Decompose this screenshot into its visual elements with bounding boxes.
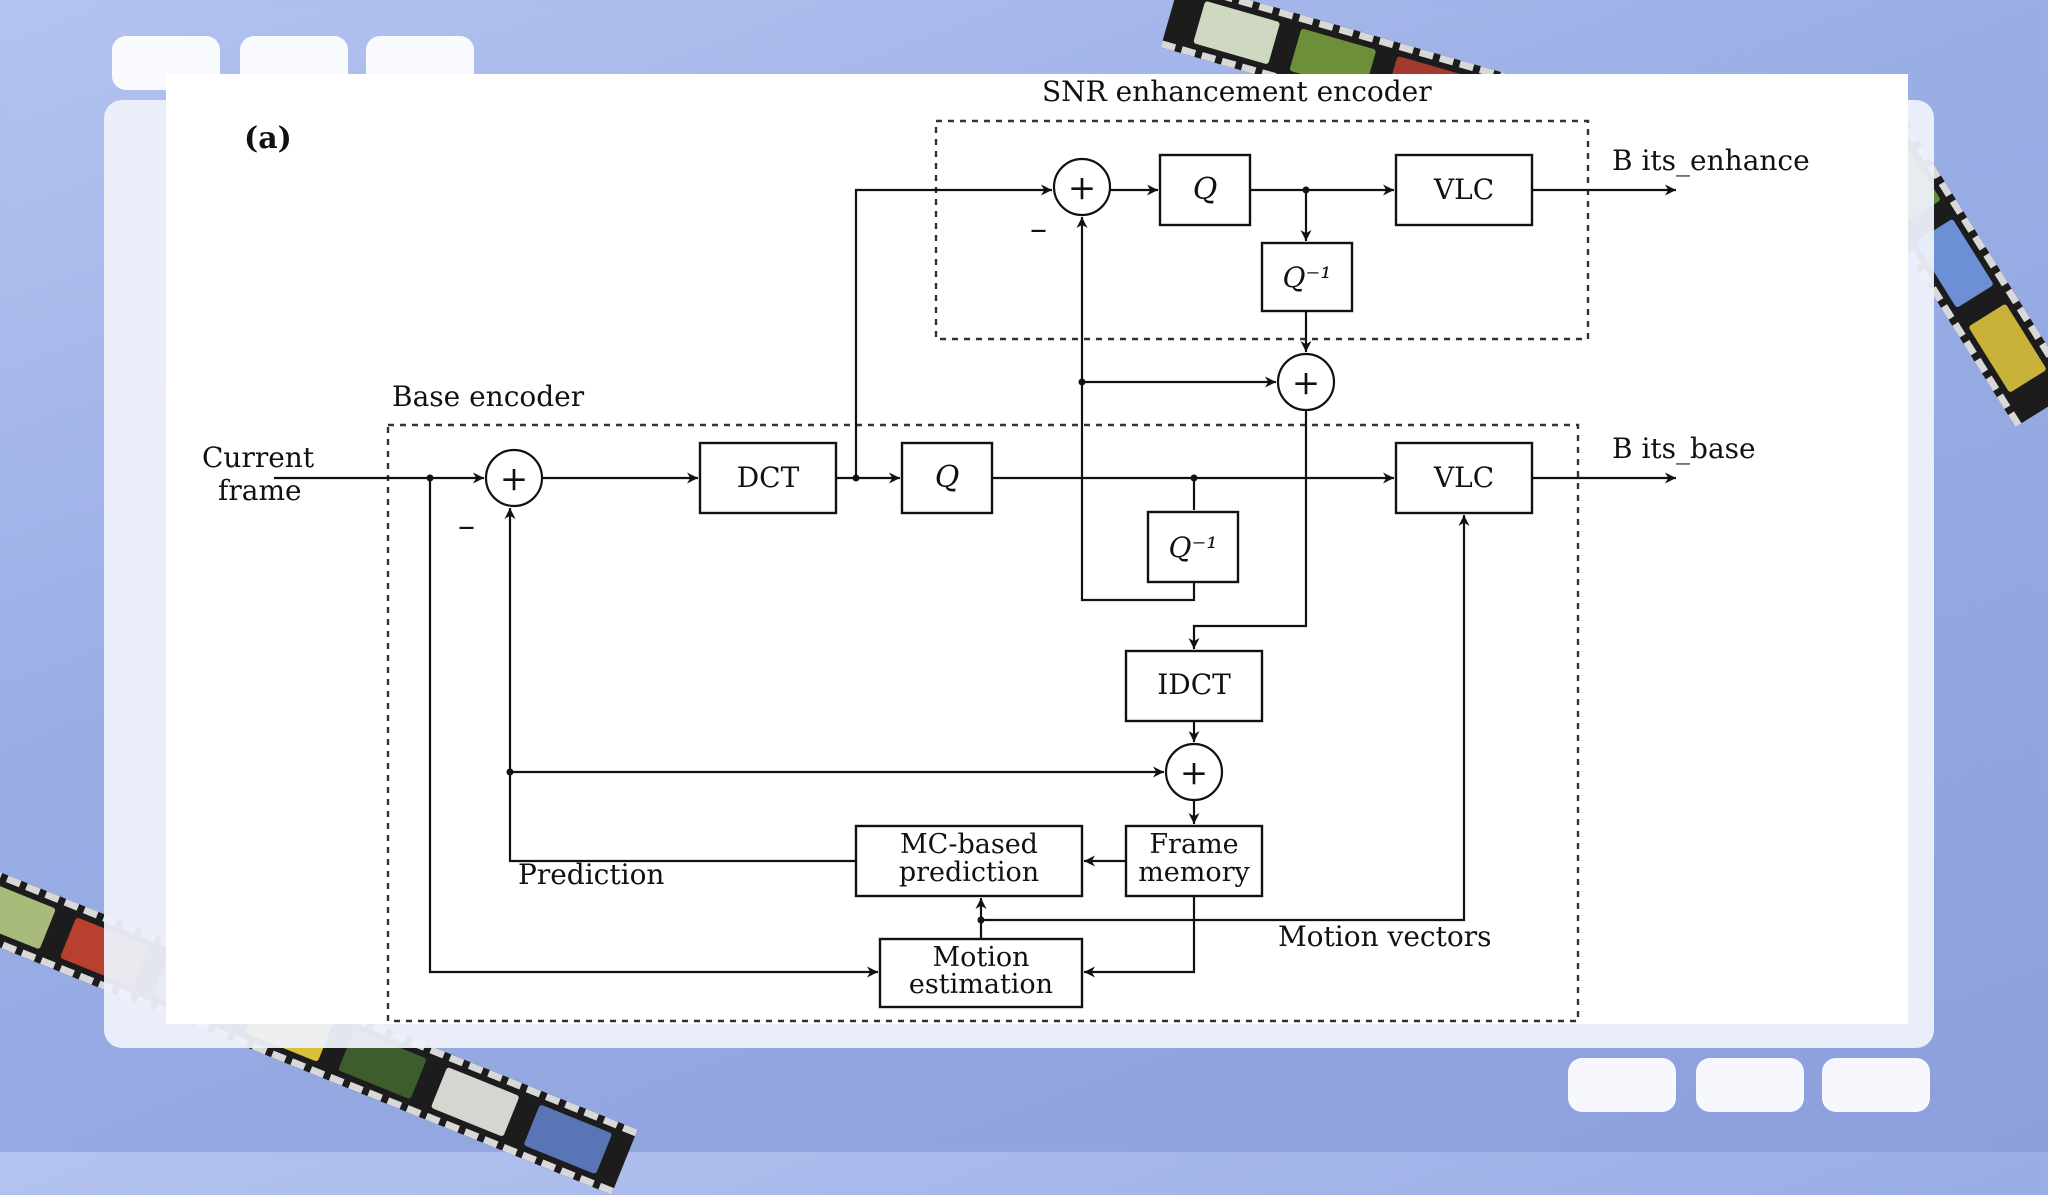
svg-text:memory: memory <box>1138 857 1250 888</box>
prediction-label: Prediction <box>518 858 664 891</box>
mc-prediction-block: MC-based prediction <box>854 824 1084 898</box>
bottom-tab-2 <box>1696 1058 1804 1112</box>
idct-block: IDCT <box>1124 649 1264 723</box>
bits-base-label: B its_base <box>1612 432 1756 465</box>
svg-text:Frame: Frame <box>1149 829 1238 860</box>
sum-base-junction: + <box>484 448 544 508</box>
svg-text:Q⁻¹: Q⁻¹ <box>1283 261 1332 294</box>
q-base-block: Q <box>900 441 994 515</box>
snr-group-title: SNR enhancement encoder <box>1042 75 1432 108</box>
svg-text:+: + <box>500 459 529 499</box>
svg-text:Q: Q <box>935 460 960 495</box>
motion-estimation-block: Motion estimation <box>878 937 1084 1009</box>
q-enhance-block: Q <box>1158 153 1252 227</box>
minus-sign-enhance: – <box>1030 209 1047 249</box>
minus-sign-base: – <box>458 506 475 546</box>
svg-text:DCT: DCT <box>737 461 800 494</box>
svg-text:IDCT: IDCT <box>1157 668 1231 701</box>
svg-text:+: + <box>1068 168 1097 208</box>
vlc-base-block: VLC <box>1394 441 1534 515</box>
svg-text:Motion: Motion <box>932 942 1029 973</box>
svg-text:prediction: prediction <box>899 857 1039 888</box>
panel-label: (a) <box>244 121 292 156</box>
sum-enhance-junction: + <box>1052 157 1112 217</box>
svg-text:VLC: VLC <box>1433 461 1494 494</box>
svg-text:VLC: VLC <box>1433 173 1494 206</box>
signal-connections <box>274 184 1676 978</box>
svg-text:+: + <box>1292 363 1321 403</box>
dct-block: DCT <box>698 441 838 515</box>
encoder-block-diagram: (a) SNR enhancement encoder Base encoder… <box>202 75 1810 1023</box>
base-encoder-group <box>386 423 1580 1023</box>
qinv-base-block: Q⁻¹ <box>1146 510 1240 584</box>
qinv-enhance-block: Q⁻¹ <box>1260 241 1354 313</box>
sum-reconstruct-enhance-junction: + <box>1276 352 1336 412</box>
input-label-line2: frame <box>218 474 302 507</box>
bits-enhance-label: B its_enhance <box>1612 144 1810 177</box>
snr-enhancement-group <box>934 119 1590 341</box>
vlc-enhance-block: VLC <box>1394 153 1534 227</box>
frame-memory-block: Frame memory <box>1124 824 1264 898</box>
base-group-title: Base encoder <box>392 380 585 413</box>
input-label-line1: Current <box>202 441 315 474</box>
bottom-tab-1 <box>1568 1058 1676 1112</box>
motion-vectors-label: Motion vectors <box>1278 920 1491 953</box>
svg-text:+: + <box>1180 753 1209 793</box>
svg-text:MC-based: MC-based <box>900 829 1038 860</box>
svg-text:Q⁻¹: Q⁻¹ <box>1169 531 1218 564</box>
svg-text:Q: Q <box>1193 172 1218 207</box>
svg-text:estimation: estimation <box>909 969 1053 1000</box>
bottom-tab-3 <box>1822 1058 1930 1112</box>
sum-reconstruct-base-junction: + <box>1164 742 1224 802</box>
